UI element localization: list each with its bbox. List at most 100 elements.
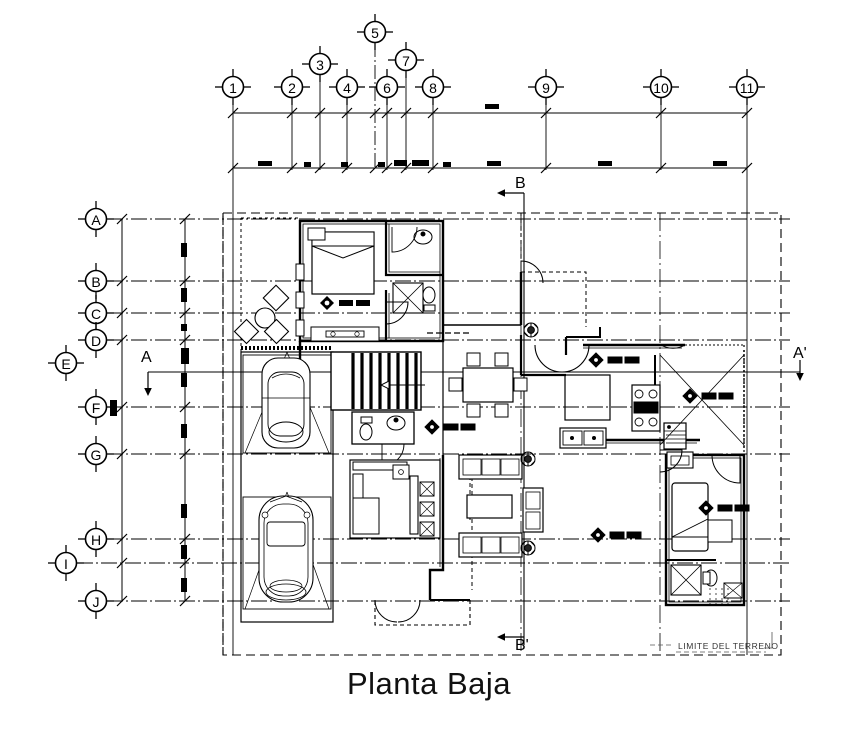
stairs-direction-arrow — [379, 380, 425, 390]
page-title: Planta Baja — [346, 666, 512, 701]
grid-bubble-label: G — [91, 447, 102, 463]
bed-main — [307, 227, 375, 295]
site-boundary — [222, 212, 782, 656]
sink-powder — [386, 415, 406, 431]
grid-bubble-label: H — [91, 532, 101, 548]
section-marker-b-prime[interactable]: B' — [497, 633, 529, 654]
grid-bubble-H[interactable]: H — [77, 520, 115, 558]
sink-double-kitchen — [559, 427, 607, 449]
grid-bubble-10[interactable]: 10 — [642, 68, 680, 106]
car-2 — [242, 491, 332, 610]
grid-bubble-label: 3 — [316, 57, 324, 73]
section-marker-b[interactable]: B — [497, 175, 526, 645]
grid-bubble-2[interactable]: 2 — [273, 68, 311, 106]
lamp-icon-kitchen-entry — [588, 352, 640, 368]
grid-bubble-label: D — [91, 333, 101, 349]
grid-bubble-J[interactable]: J — [77, 582, 115, 620]
open-area-diagonals — [659, 354, 745, 446]
toilet-secondary — [702, 569, 718, 587]
grid-bubble-label: A — [91, 212, 101, 228]
grid-bubble-4[interactable]: 4 — [328, 68, 366, 106]
dresser-main — [310, 326, 380, 342]
grid-bubbles-columns: 1 2 3 4 5 6 7 8 — [214, 13, 766, 106]
section-label-b-prime: B' — [515, 637, 529, 654]
room-bedroom-secondary — [666, 388, 750, 604]
section-label-a: A — [141, 349, 152, 366]
grid-bubble-E[interactable]: E — [47, 344, 85, 382]
section-marker-a-prime[interactable]: A' — [793, 345, 807, 381]
lamp-icon-bedroom-main — [320, 296, 370, 310]
column-markers-top — [258, 104, 727, 167]
shower-main — [392, 282, 424, 314]
sink-main — [413, 229, 433, 245]
grid-bubble-5[interactable]: 5 — [356, 13, 394, 51]
grid-bubble-A[interactable]: A — [77, 200, 115, 238]
dining-chairs — [448, 352, 528, 418]
grid-bubble-label: B — [91, 274, 100, 290]
sofa-bottom — [458, 532, 523, 558]
grid-bubbles-rows: A B C D E F G H — [47, 200, 115, 620]
grid-bubble-label: F — [92, 400, 101, 416]
section-label-a-prime: A' — [793, 345, 807, 362]
toilet-powder — [359, 416, 373, 441]
grid-bubble-label: 5 — [371, 25, 379, 41]
grid-bubble-label: J — [93, 594, 100, 610]
lamp-icon-living — [424, 419, 476, 435]
grid-bubble-label: 8 — [429, 80, 437, 96]
bar-stools — [419, 481, 435, 537]
grid-bubble-C[interactable]: C — [77, 294, 115, 332]
grid-bubble-label: E — [61, 356, 70, 372]
coffee-table — [466, 494, 513, 519]
vanity-secondary — [723, 582, 743, 599]
grid-bubble-label: 11 — [740, 80, 755, 96]
grid-bubble-label: 6 — [383, 80, 391, 96]
left-dimension-lines — [110, 213, 191, 607]
grid-bubble-6[interactable]: 6 — [368, 68, 406, 106]
bar-counter-area — [349, 459, 441, 539]
bed-secondary — [671, 482, 733, 552]
room-bathroom-main — [391, 226, 436, 314]
toilet-main — [422, 286, 436, 312]
room-powder — [351, 411, 415, 467]
window-openings — [295, 263, 305, 337]
grid-bubble-label: 10 — [653, 80, 669, 96]
grid-bubble-label: 9 — [542, 80, 550, 96]
grid-bubble-G[interactable]: G — [77, 435, 115, 473]
door-swings — [374, 260, 683, 623]
grid-bubble-7[interactable]: 7 — [387, 41, 425, 79]
sofa-top — [458, 454, 523, 480]
grid-bubble-11[interactable]: 11 — [728, 68, 766, 106]
grid-bubble-label: 7 — [402, 53, 410, 69]
column-markers-left — [110, 243, 189, 592]
garage — [242, 351, 332, 610]
grid-bubble-1[interactable]: 1 — [214, 68, 252, 106]
room-living — [424, 322, 642, 558]
boundary-note-label: LIMITE DEL TERRENO — [678, 641, 779, 651]
garden-patio — [233, 284, 290, 345]
room-kitchen — [534, 344, 687, 450]
room-dining — [448, 352, 528, 418]
stove — [631, 384, 661, 432]
section-label-b: B — [515, 175, 526, 192]
boundary-note: LIMITE DEL TERRENO — [650, 632, 779, 653]
lamp-icon-bedroom-secondary — [698, 500, 750, 516]
column-grid-lines — [232, 43, 748, 655]
kitchen-cabinet — [663, 422, 687, 450]
staircase — [330, 351, 425, 411]
grid-bubble-label: 2 — [288, 80, 296, 96]
grid-bubble-label: C — [91, 306, 101, 322]
grid-bubble-label: 4 — [343, 80, 351, 96]
grid-bubble-8[interactable]: 8 — [414, 68, 452, 106]
grid-bubble-B[interactable]: B — [77, 262, 115, 300]
lamp-icon-living-lower — [590, 527, 642, 543]
armchair-living — [522, 487, 544, 533]
grid-bubble-3[interactable]: 3 — [301, 45, 339, 83]
grid-bubble-I[interactable]: I — [47, 544, 85, 582]
shower-secondary — [670, 564, 702, 596]
grid-bubble-D[interactable]: D — [77, 321, 115, 359]
car-1 — [242, 351, 332, 454]
grid-bubble-F[interactable]: F — [77, 388, 115, 426]
grid-bubble-9[interactable]: 9 — [527, 68, 565, 106]
